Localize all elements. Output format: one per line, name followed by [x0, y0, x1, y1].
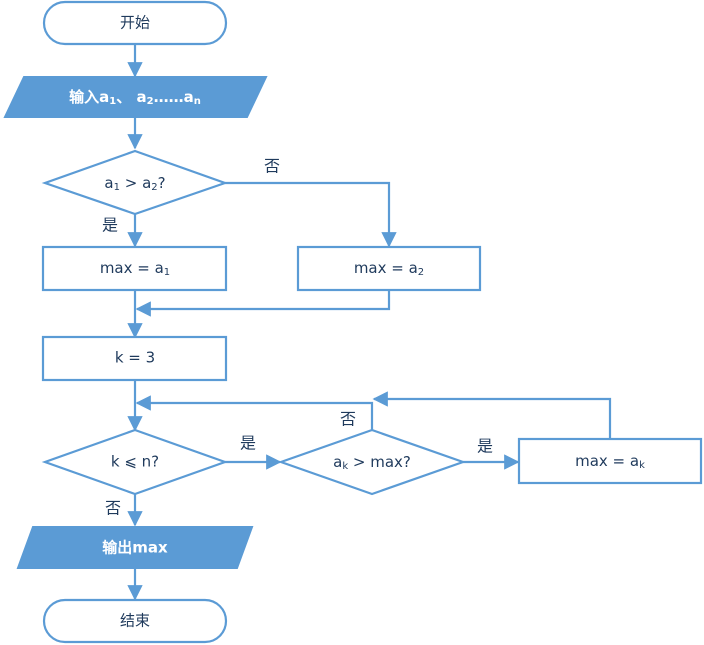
process-k-init-label: k = 3 — [115, 349, 155, 367]
process-max-a1: max = a1 — [41, 245, 228, 292]
edge-maxak-back — [372, 391, 612, 439]
process-max-ak-label: max = ak — [575, 452, 645, 472]
edge-ak-no — [135, 395, 374, 430]
process-max-a2: max = a2 — [296, 245, 482, 292]
process-max-ak: max = ak — [517, 437, 703, 485]
start-node: 开始 — [42, 0, 228, 46]
label-loop-yes: 是 — [240, 434, 256, 453]
output-label: 输出max — [102, 539, 168, 557]
label-ak-no: 否 — [340, 410, 356, 429]
start-label: 开始 — [120, 14, 150, 32]
label-loop-exit-no: 否 — [105, 499, 121, 518]
end-label: 结束 — [120, 612, 150, 630]
edge-maxa2-merge — [135, 290, 391, 317]
decision-k-le-n: k ⩽ n? — [41, 428, 229, 496]
label-ak-yes: 是 — [477, 437, 493, 456]
connectors — [127, 44, 612, 601]
decision-k-le-n-label: k ⩽ n? — [111, 453, 159, 471]
decision-a1-gt-a2: a1 > a2? — [41, 149, 229, 216]
decision-ak-gt-max: ak > max? — [277, 428, 467, 496]
process-max-a2-label: max = a2 — [354, 259, 424, 279]
process-k-init: k = 3 — [41, 335, 228, 382]
input-label: 输入a1、 a2……an — [69, 88, 201, 108]
input-node: 输入a1、 a2……an — [3, 76, 268, 118]
label-cond1-yes: 是 — [102, 216, 118, 235]
output-node: 输出max — [16, 526, 254, 569]
decision-ak-gt-max-label: ak > max? — [333, 453, 411, 473]
label-cond1-no: 否 — [264, 157, 280, 176]
end-node: 结束 — [42, 598, 228, 644]
decision-a1-gt-a2-label: a1 > a2? — [104, 174, 165, 194]
edge-cond1-no — [225, 181, 397, 248]
process-max-a1-label: max = a1 — [100, 259, 170, 279]
